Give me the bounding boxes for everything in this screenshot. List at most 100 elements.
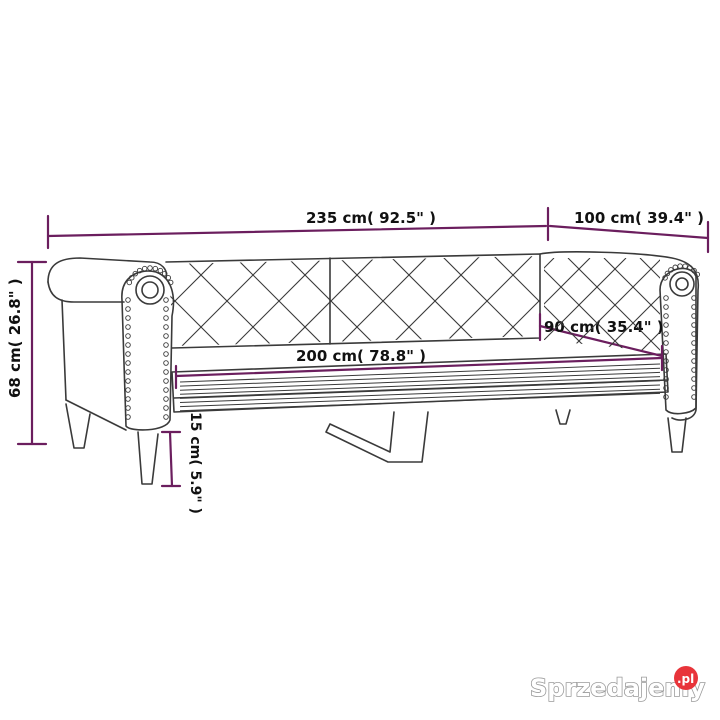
tuft-seam (441, 256, 533, 346)
bed-slat (179, 376, 661, 395)
leg-back-right (555, 409, 571, 425)
bed-slat (179, 384, 661, 403)
nailhead-stud (125, 369, 131, 375)
nailhead-stud (691, 394, 697, 400)
seat-platform (171, 353, 669, 413)
nailhead-stud (163, 315, 169, 321)
tuft-seam (337, 256, 429, 346)
trundle-frame (325, 411, 429, 463)
nailhead-stud (163, 333, 169, 339)
nailhead-stud (125, 405, 131, 411)
nailhead-stud (664, 270, 671, 277)
bed-slat (179, 388, 661, 408)
nailhead-stud (163, 297, 169, 303)
nailhead-stud (691, 340, 697, 346)
right-arm-tufting (544, 258, 660, 352)
nailhead-stud (161, 270, 168, 277)
total-height-label: 68 cm( 26.8" ) (6, 278, 24, 398)
left-arm-scroll-inner (141, 281, 159, 299)
nailhead-stud (167, 279, 174, 286)
mattress-length-label: 200 cm( 78.8" ) (296, 347, 426, 365)
tuft-seam (233, 256, 325, 346)
nailhead-stud (163, 396, 169, 402)
leg-height-dimension-line (168, 430, 174, 488)
nailhead-stud (662, 275, 668, 281)
nailhead-stud (691, 367, 697, 373)
nailhead-stud (132, 270, 139, 277)
nailhead-stud (691, 322, 697, 328)
nailhead-stud (163, 324, 169, 330)
nailhead-stud (125, 342, 131, 348)
nailhead-stud (691, 376, 697, 382)
nailhead-stud (668, 267, 674, 273)
tuft-seam (389, 256, 481, 346)
tuft-seam (493, 256, 540, 346)
nailhead-stud (682, 263, 688, 270)
nailhead-stud (125, 297, 131, 303)
nailhead-stud (163, 387, 169, 393)
mattress-width-dimension-line (538, 324, 664, 358)
tuft-seam (181, 256, 273, 346)
total-depth-label: 100 cm( 39.4" ) (574, 209, 704, 227)
right-arm-scroll (669, 271, 695, 297)
arm-tuft-seam (639, 258, 660, 352)
nailhead-stud (125, 396, 131, 402)
bed-slat (179, 367, 661, 387)
nailhead-stud (126, 279, 133, 286)
nailhead-stud (663, 349, 669, 355)
nailhead-stud (125, 333, 131, 339)
nailhead-stud (663, 385, 669, 391)
nailhead-stud (694, 271, 701, 278)
bed-slat (179, 371, 661, 391)
nailhead-stud (691, 349, 697, 355)
nailhead-stud (691, 304, 697, 310)
nailhead-stud (147, 265, 153, 271)
nailhead-stud (125, 387, 131, 393)
left-arm-back-roll (47, 257, 168, 283)
nailhead-stud (157, 267, 164, 274)
arm-tuft-seam (639, 258, 660, 352)
arm-tuft-seam (544, 258, 627, 352)
arm-tuft-seam (544, 258, 591, 352)
left-arm-scroll (135, 275, 165, 305)
leg-front-right (667, 417, 687, 453)
nailhead-stud (691, 331, 697, 337)
nailhead-stud (163, 351, 169, 357)
leg-front-left (137, 431, 159, 485)
nailhead-stud (663, 367, 669, 373)
mattress-length-dimension-line (174, 356, 664, 378)
nailhead-stud (672, 264, 679, 271)
nailhead-stud (677, 263, 683, 269)
nailhead-stud (165, 274, 171, 281)
nailhead-stud (125, 315, 131, 321)
nailhead-stud (163, 369, 169, 375)
nailhead-stud (663, 304, 669, 310)
nailhead-stud (125, 414, 131, 420)
nailhead-stud (663, 394, 669, 400)
right-arm-scroll-inner (675, 277, 689, 291)
leg-height-label: 15 cm( 5.9" ) (187, 412, 203, 514)
nailhead-stud (125, 378, 131, 384)
nailhead-stud (663, 295, 669, 301)
length-dimension-line (46, 224, 548, 238)
nailhead-trim (125, 263, 701, 420)
nailhead-stud (163, 378, 169, 384)
nailhead-stud (663, 322, 669, 328)
nailhead-stud (129, 274, 135, 281)
nailhead-stud (136, 267, 143, 274)
nailhead-stud (691, 358, 697, 364)
nailhead-stud (163, 360, 169, 366)
seat-front-rail (173, 379, 669, 399)
nailhead-stud (687, 265, 693, 271)
bed-slat (179, 363, 661, 383)
tuft-seam (168, 256, 221, 346)
nailhead-stud (163, 414, 169, 420)
watermark-logo: Sprzedajemy .pl (529, 666, 706, 703)
total-length-label: 235 cm( 92.5" ) (306, 209, 436, 227)
right-arm-outline (539, 251, 700, 421)
nailhead-stud (163, 306, 169, 312)
tuft-seam (285, 256, 377, 346)
nailhead-stud (691, 385, 697, 391)
backrest-outline (165, 253, 541, 349)
